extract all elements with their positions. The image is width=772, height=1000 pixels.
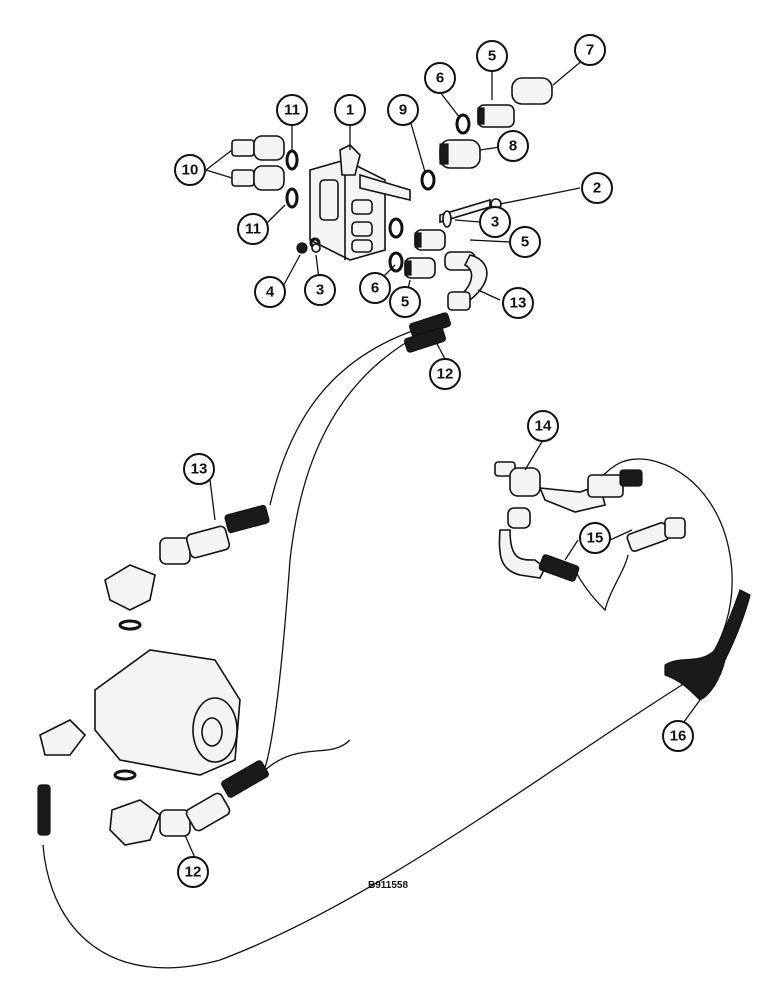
callout-7: 7	[574, 34, 606, 66]
callout-label: 5	[401, 294, 409, 311]
callout-10: 10	[174, 154, 206, 186]
callout-4: 4	[254, 276, 286, 308]
callout-label: 2	[593, 180, 601, 197]
callout-label: 6	[436, 70, 444, 87]
callout-label: 5	[521, 234, 529, 251]
callout-label: 4	[266, 284, 275, 301]
hose-lines	[42, 329, 733, 969]
callout-5: 5	[389, 286, 421, 318]
adapter-fittings	[404, 77, 553, 301]
callout-5: 5	[476, 40, 508, 72]
callout-label: 7	[586, 42, 594, 59]
hose-clamp-16	[664, 589, 751, 701]
hose-end-fitting-13	[159, 504, 270, 565]
callout-label: 13	[510, 295, 527, 312]
callout-label: 1	[346, 102, 354, 119]
callout-6: 6	[359, 272, 391, 304]
hose-end-fitting-12-lower	[159, 760, 269, 837]
callout-16: 16	[662, 720, 694, 752]
elbow-fitting-upper	[104, 564, 156, 631]
callout-11: 11	[276, 94, 308, 126]
callout-9: 9	[387, 94, 419, 126]
callout-1: 1	[334, 94, 366, 126]
o-rings	[285, 113, 471, 273]
hose-end-fittings-upper	[403, 291, 471, 353]
callout-label: 10	[182, 162, 199, 179]
tee-fittings	[231, 135, 285, 191]
tee-fitting-14	[494, 461, 643, 529]
callout-label: 11	[245, 221, 261, 238]
control-valve	[309, 144, 411, 261]
callout-3: 3	[479, 206, 511, 238]
hydraulic-pump	[37, 649, 241, 846]
callout-label: 12	[437, 366, 454, 383]
callout-12: 12	[429, 358, 461, 390]
callout-12: 12	[177, 856, 209, 888]
callout-2: 2	[581, 172, 613, 204]
drawing-id: B911558	[368, 880, 408, 891]
callout-label: 12	[185, 864, 202, 881]
callout-3: 3	[304, 274, 336, 306]
callout-5: 5	[509, 226, 541, 258]
callout-11: 11	[237, 213, 269, 245]
callout-15: 15	[579, 522, 611, 554]
callout-label: 11	[284, 102, 300, 119]
callout-13: 13	[183, 453, 215, 485]
callout-8: 8	[497, 130, 529, 162]
callout-6: 6	[424, 62, 456, 94]
callout-14: 14	[527, 410, 559, 442]
callout-13: 13	[502, 287, 534, 319]
callout-label: 13	[191, 461, 208, 478]
callout-label: 16	[670, 728, 687, 745]
callout-label: 5	[488, 48, 496, 65]
callout-label: 8	[509, 138, 517, 155]
callout-label: 14	[535, 418, 552, 435]
callout-label: 3	[316, 282, 324, 299]
hose-assembly-15	[498, 517, 686, 582]
callout-label: 3	[491, 214, 499, 231]
callout-label: 6	[371, 280, 379, 297]
callout-label: 15	[587, 530, 604, 547]
callout-label: 9	[399, 102, 407, 119]
